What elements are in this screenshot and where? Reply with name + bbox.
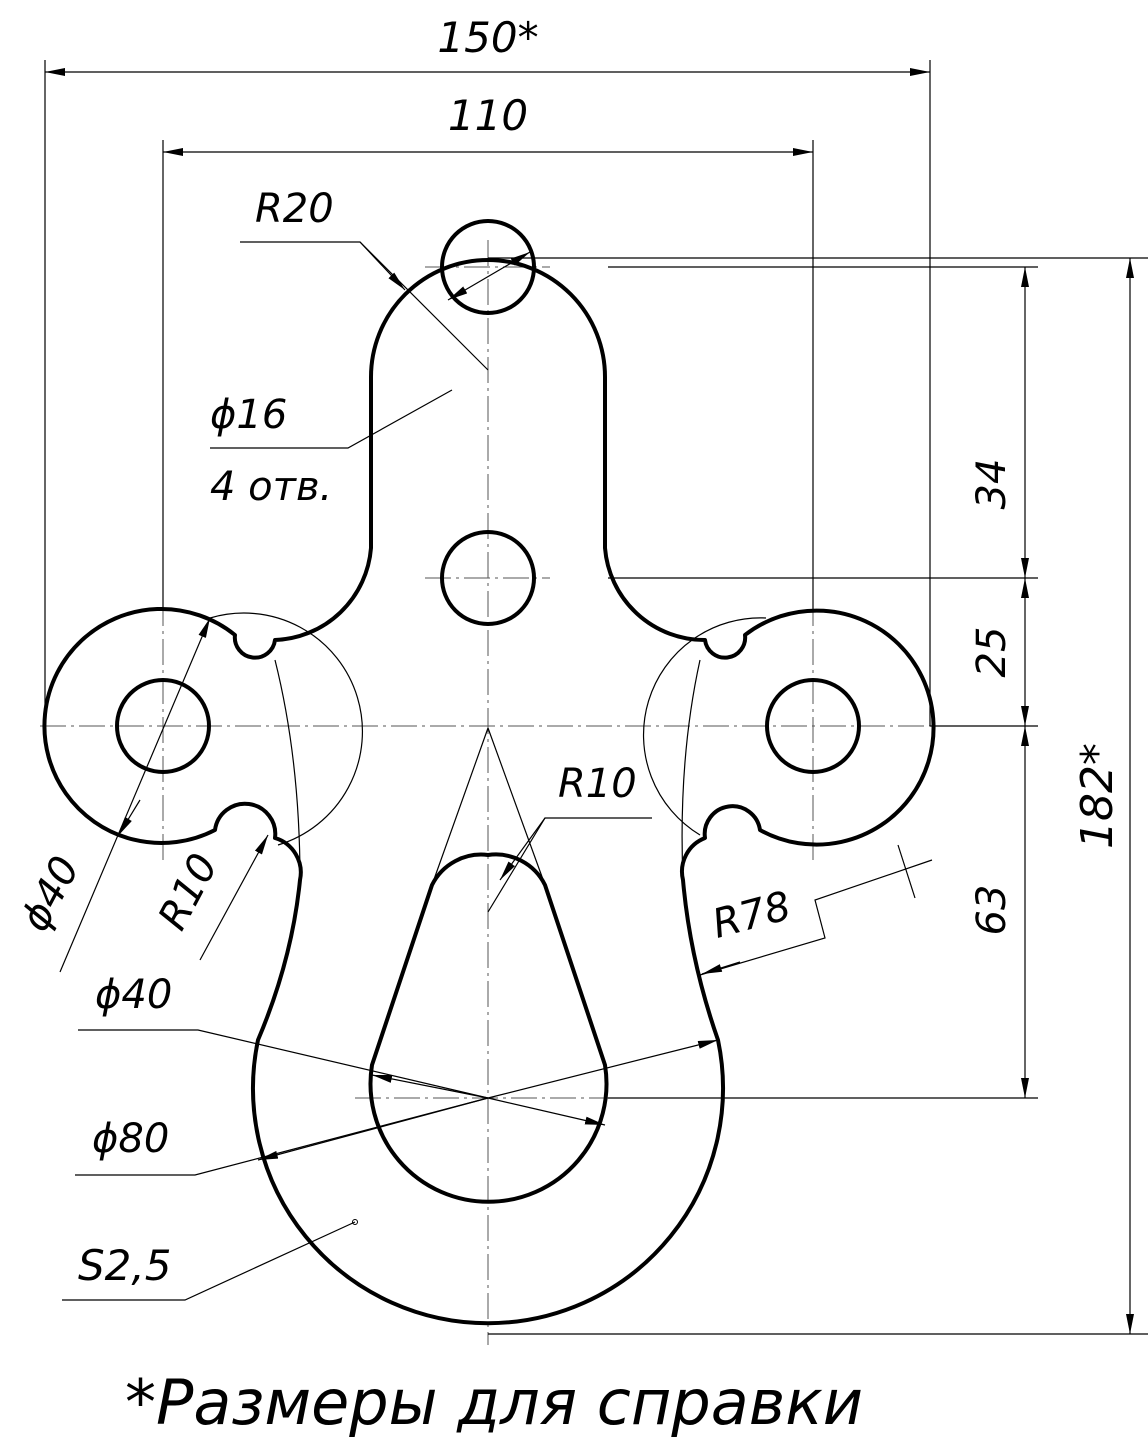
dim-hole-diameter: ϕ16	[210, 392, 287, 438]
dim-slot-fillet-radius: R10	[558, 761, 637, 807]
dim-side-boss-diameter: ϕ40	[12, 849, 89, 939]
dim-top-radius: R20	[255, 186, 334, 232]
dim-thickness: S2,5	[78, 1241, 171, 1290]
outer-contour	[42, 258, 936, 1326]
dim-center-spacing: 110	[448, 91, 528, 140]
dimension-lines	[45, 68, 1134, 1334]
center-lines	[40, 240, 940, 1345]
right-hole	[765, 678, 861, 774]
dim-outer-arc-radius: R78	[708, 883, 796, 948]
top-hole	[440, 219, 536, 315]
teardrop-slot	[368, 852, 609, 1204]
dim-top-hole-spacing: 34	[969, 459, 1015, 510]
left-hole	[115, 678, 211, 774]
dim-overall-width: 150*	[437, 13, 538, 62]
construction-lines	[209, 612, 767, 886]
dim-overall-height: 182*	[1072, 743, 1123, 849]
reference-dimensions-note: *Размеры для справки	[125, 1366, 863, 1439]
dim-second-hole-spacing: 25	[969, 627, 1015, 678]
second-hole	[440, 530, 536, 626]
dim-bottom-diameter: ϕ80	[92, 1116, 169, 1162]
dim-lower-spacing: 63	[969, 885, 1015, 936]
part-outline	[42, 219, 936, 1326]
dim-hole-count: 4 отв.	[210, 464, 332, 510]
dim-slot-diameter: ϕ40	[95, 972, 172, 1018]
dim-side-fillet-radius: R10	[150, 846, 228, 937]
extension-lines	[44, 60, 1148, 1335]
